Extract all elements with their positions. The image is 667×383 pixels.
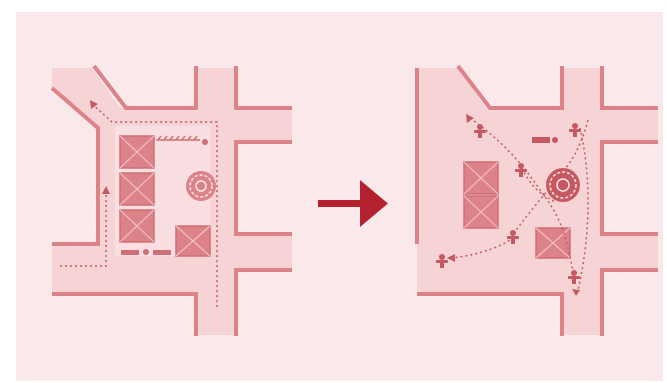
right-curbs — [415, 64, 658, 336]
right-paths — [451, 117, 589, 291]
building-block — [175, 225, 211, 257]
hedge — [156, 135, 200, 141]
right-arrow-icon — [318, 180, 388, 227]
building-block — [535, 227, 571, 259]
tree-icon — [546, 168, 580, 202]
person-icon — [568, 270, 580, 284]
right-streets — [417, 68, 658, 335]
building-block — [119, 209, 155, 243]
path-arrowhead — [90, 100, 98, 109]
person-icon — [569, 123, 581, 137]
tree-icon — [186, 171, 216, 201]
person-icon — [474, 124, 486, 138]
building-block — [463, 195, 499, 229]
person-icon — [515, 163, 527, 177]
building-block — [119, 172, 155, 206]
building-block — [463, 161, 499, 195]
lamp-post — [202, 139, 208, 145]
figures — [436, 123, 581, 284]
left-curbs — [50, 64, 292, 336]
lamp-post — [552, 137, 558, 143]
path-arrowhead — [102, 186, 110, 194]
right-scene — [415, 64, 658, 336]
bench — [121, 250, 139, 255]
person-icon — [507, 230, 519, 244]
path-arrowheads — [447, 114, 580, 296]
left-buildings — [119, 135, 211, 257]
bench — [153, 250, 171, 255]
building-block — [119, 135, 155, 169]
bench — [532, 137, 550, 143]
left-scene — [50, 64, 292, 336]
lamp-post — [143, 249, 149, 255]
person-icon — [436, 254, 448, 268]
left-path — [60, 103, 218, 310]
